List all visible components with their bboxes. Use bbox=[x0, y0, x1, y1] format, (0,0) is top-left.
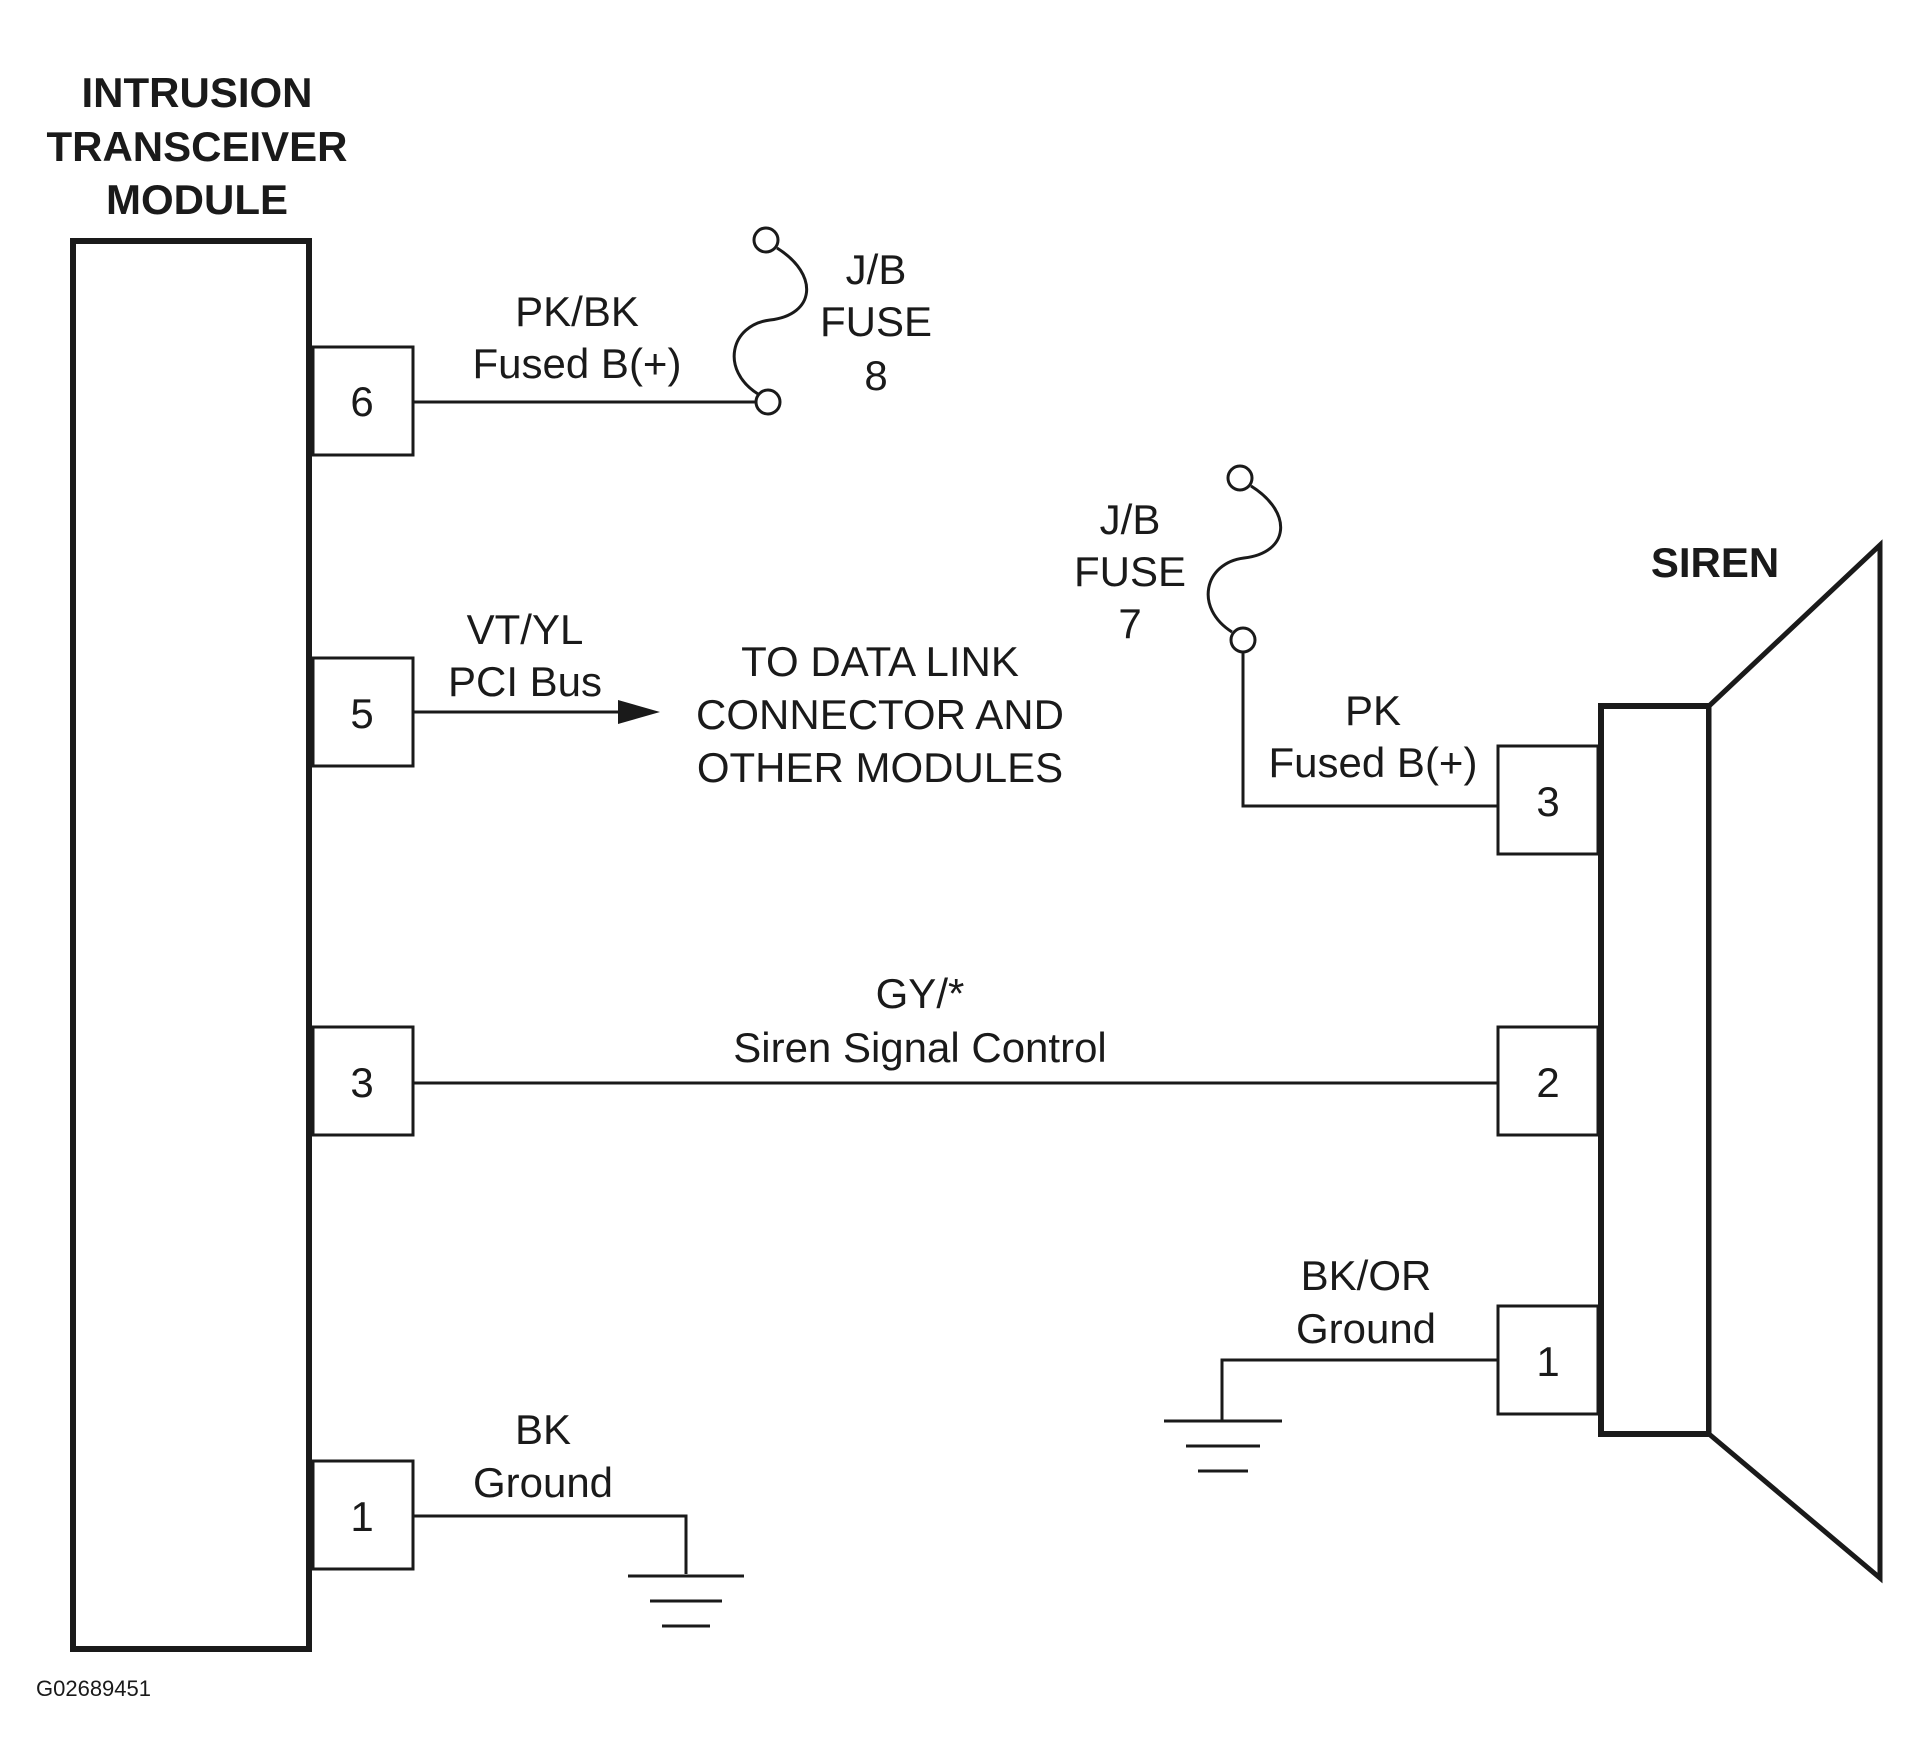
fuse-8-label-line-3: 8 bbox=[864, 352, 887, 399]
module-pin-6-box bbox=[311, 345, 415, 457]
wire-siren-power bbox=[1241, 652, 1498, 808]
module-pin-3-box bbox=[311, 1025, 415, 1137]
module-title-line-3: MODULE bbox=[106, 176, 288, 223]
wire-siren-ground bbox=[1220, 1358, 1498, 1420]
figure-code: G02689451 bbox=[36, 1676, 151, 1701]
fuse-8-symbol bbox=[732, 226, 808, 416]
siren-body bbox=[1598, 703, 1712, 1437]
module-pin-3-label: 3 bbox=[350, 1059, 373, 1106]
siren-pin-2-label: 2 bbox=[1536, 1059, 1559, 1106]
module-title-line-2: TRANSCEIVER bbox=[46, 123, 347, 170]
siren-pin-1-label: 1 bbox=[1536, 1338, 1559, 1385]
wire-siren3-color: PK bbox=[1345, 687, 1401, 734]
fuse-7-label-line-3: 7 bbox=[1118, 600, 1141, 647]
ground-icon bbox=[1164, 1419, 1282, 1473]
wire-pin1-color: BK bbox=[515, 1406, 571, 1453]
fuse-8-label-line-1: J/B bbox=[846, 246, 907, 293]
wire-pin3-color: GY/* bbox=[876, 970, 965, 1017]
wire-pin6-color: PK/BK bbox=[515, 288, 639, 335]
ground-icon bbox=[628, 1574, 744, 1628]
wire-pin1 bbox=[413, 1514, 688, 1574]
siren-pin-3-label: 3 bbox=[1536, 778, 1559, 825]
wire-pin5-color: VT/YL bbox=[467, 606, 584, 653]
siren-title: SIREN bbox=[1651, 539, 1779, 586]
wire-pin6-name: Fused B(+) bbox=[473, 340, 682, 387]
siren-pin-1-box bbox=[1496, 1304, 1600, 1416]
intrusion-transceiver-module bbox=[70, 238, 312, 1652]
wire-pin5-name: PCI Bus bbox=[448, 658, 602, 705]
destination-line-3: OTHER MODULES bbox=[697, 744, 1063, 791]
wire-siren1-name: Ground bbox=[1296, 1305, 1436, 1352]
fuse-7-label-line-1: J/B bbox=[1100, 496, 1161, 543]
siren-pin-3-box bbox=[1496, 744, 1600, 856]
module-pin-5-box bbox=[311, 656, 415, 768]
wire-pin3-name: Siren Signal Control bbox=[733, 1024, 1107, 1071]
fuse-7-symbol bbox=[1206, 464, 1282, 654]
module-pin-5-label: 5 bbox=[350, 690, 373, 737]
destination-line-1: TO DATA LINK bbox=[741, 638, 1019, 685]
destination-line-2: CONNECTOR AND bbox=[696, 691, 1064, 738]
module-pin-1-label: 1 bbox=[350, 1493, 373, 1540]
fuse-7-label-line-2: FUSE bbox=[1074, 548, 1186, 595]
module-pin-6-label: 6 bbox=[350, 378, 373, 425]
fuse-8-label-line-2: FUSE bbox=[820, 298, 932, 345]
arrow-right-icon bbox=[618, 700, 660, 724]
siren-horn-icon bbox=[1706, 539, 1883, 1584]
siren-pin-2-box bbox=[1496, 1025, 1600, 1137]
wire-siren1-color: BK/OR bbox=[1301, 1252, 1432, 1299]
module-title-line-1: INTRUSION bbox=[82, 69, 313, 116]
wire-pin1-name: Ground bbox=[473, 1459, 613, 1506]
wire-siren3-name: Fused B(+) bbox=[1269, 739, 1478, 786]
